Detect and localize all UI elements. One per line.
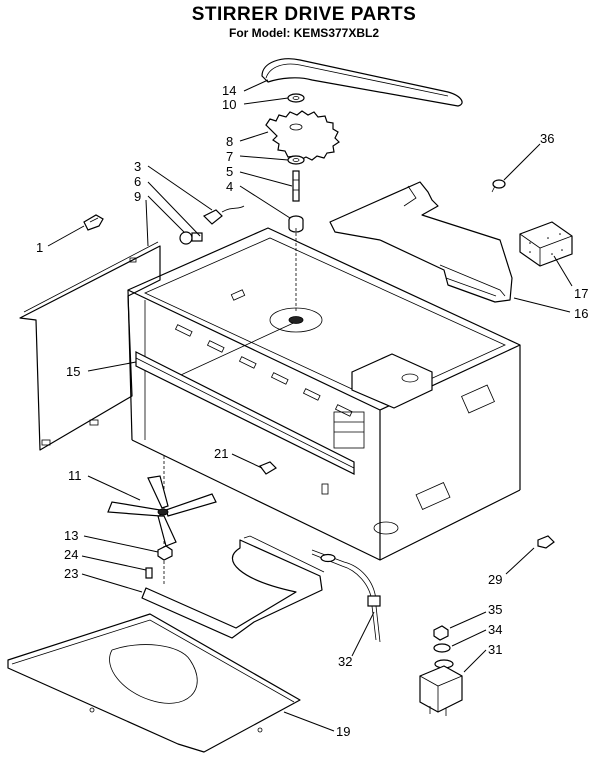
part-7-washer — [287, 155, 305, 165]
part-29-grommet — [537, 535, 555, 549]
callout-14: 14 — [222, 83, 236, 98]
part-17-foam-block — [519, 221, 573, 267]
part-19-bottom-plate — [7, 613, 301, 753]
part-10-washer — [287, 93, 305, 103]
callout-11: 11 — [68, 468, 82, 483]
part-16-shield — [329, 181, 513, 303]
model-subtitle: For Model: KEMS377XBL2 — [228, 26, 380, 40]
callout-4: 4 — [226, 179, 233, 194]
part-8-gear — [265, 110, 340, 161]
part-31-motor — [419, 659, 463, 716]
callout-10: 10 — [222, 97, 236, 112]
callout-3: 3 — [134, 159, 141, 174]
part-11-stirrer-blade — [107, 475, 217, 547]
callout-17: 17 — [574, 286, 588, 301]
part-4-bushing — [288, 215, 304, 233]
callout-labels: 14 10 8 7 5 4 3 6 9 1 36 17 16 15 21 11 … — [36, 83, 588, 739]
callout-21: 21 — [214, 446, 228, 461]
page-title: STIRRER DRIVE PARTS — [191, 4, 417, 25]
callout-6: 6 — [134, 174, 141, 189]
main-cavity-housing — [127, 227, 521, 586]
callout-13: 13 — [64, 528, 78, 543]
callout-23: 23 — [64, 566, 78, 581]
part-3-6-lamp-socket — [179, 205, 245, 245]
callout-19: 19 — [336, 724, 350, 739]
part-9-side-panel — [19, 241, 161, 451]
part-14-belt — [261, 58, 463, 107]
part-36-screw — [491, 179, 506, 193]
part-35-nut — [433, 625, 449, 641]
part-24-screw — [145, 567, 153, 579]
part-23-air-guide — [141, 535, 325, 639]
part-1-clip — [83, 214, 104, 231]
part-13-nut — [157, 545, 173, 561]
callout-34: 34 — [488, 622, 502, 637]
callout-15: 15 — [66, 364, 80, 379]
callout-1: 1 — [36, 240, 43, 255]
callout-24: 24 — [64, 547, 78, 562]
part-5-shaft — [292, 170, 300, 202]
part-32-sensor-cable — [311, 549, 381, 643]
callout-7: 7 — [226, 149, 233, 164]
callout-31: 31 — [488, 642, 502, 657]
callout-9: 9 — [134, 189, 141, 204]
callout-35: 35 — [488, 602, 502, 617]
part-21-clip — [259, 461, 277, 475]
part-34-washer — [433, 643, 451, 653]
callout-36: 36 — [540, 131, 554, 146]
callout-29: 29 — [488, 572, 502, 587]
callout-5: 5 — [226, 164, 233, 179]
callout-32: 32 — [338, 654, 352, 669]
leader-lines — [47, 79, 573, 732]
callout-16: 16 — [574, 306, 588, 321]
callout-8: 8 — [226, 134, 233, 149]
